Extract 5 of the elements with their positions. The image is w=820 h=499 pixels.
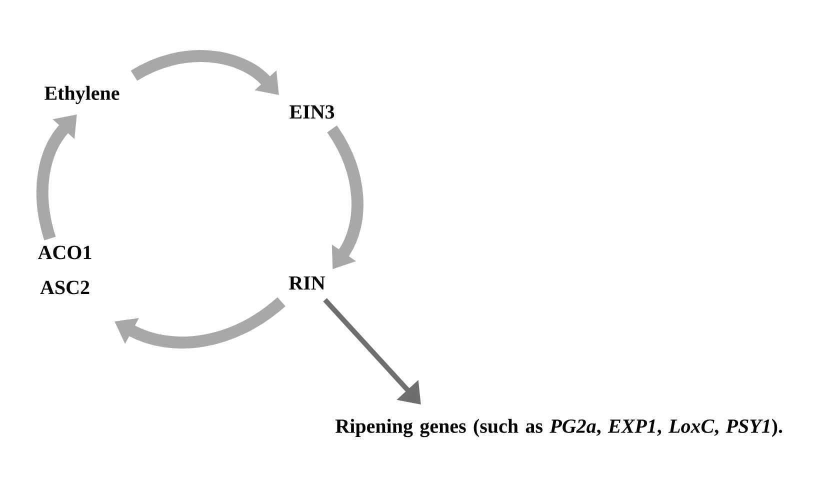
node-label: Ripening genes (such as PG2a, EXP1, LoxC, PSY1). [336, 418, 782, 438]
node-label: EIN3 [290, 105, 334, 119]
node-label: RIN [289, 276, 326, 290]
node-label: ACO1 ASC2 [38, 246, 92, 294]
node-label: Ethylene [44, 86, 120, 104]
